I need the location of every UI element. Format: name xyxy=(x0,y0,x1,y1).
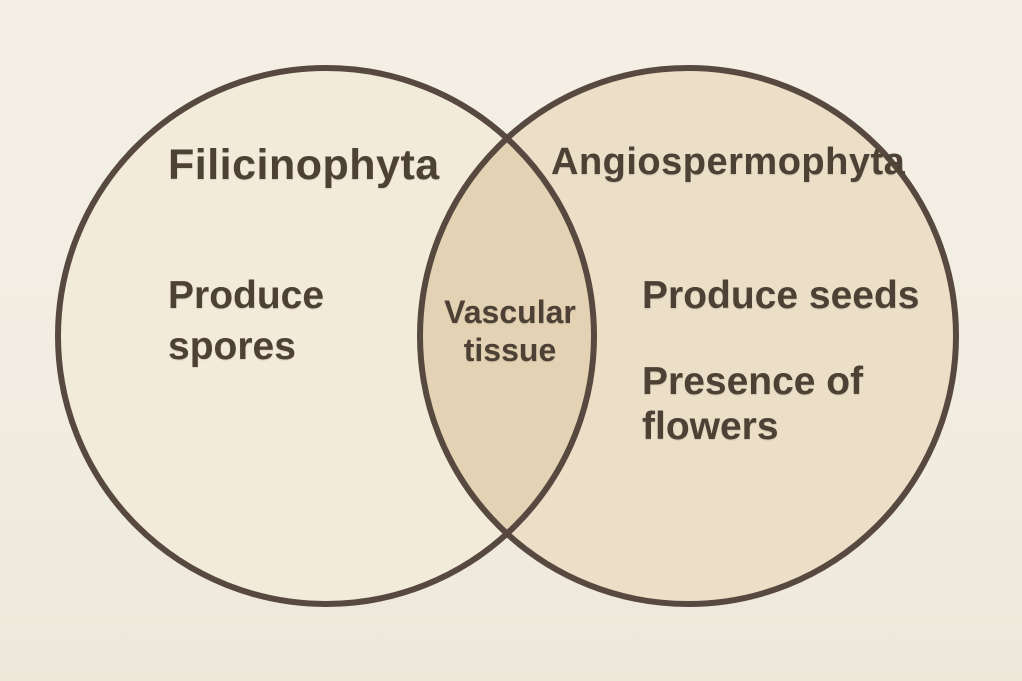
right-circle-outline xyxy=(417,65,959,607)
intersection-label-vascular-tissue: Vascular tissue xyxy=(444,294,576,369)
intersection-region xyxy=(420,68,594,604)
left-circle-item-produce-spores: Produce spores xyxy=(168,274,325,368)
right-circle-title: Angiospermophyta xyxy=(551,141,906,183)
right-circle-item-produce-seeds: Produce seeds xyxy=(642,274,920,317)
right-circle-item-presence-of-flowers: Presence of flowers xyxy=(642,360,864,448)
left-circle-outline xyxy=(55,65,597,607)
left-circle-title: Filicinophyta xyxy=(168,141,440,189)
